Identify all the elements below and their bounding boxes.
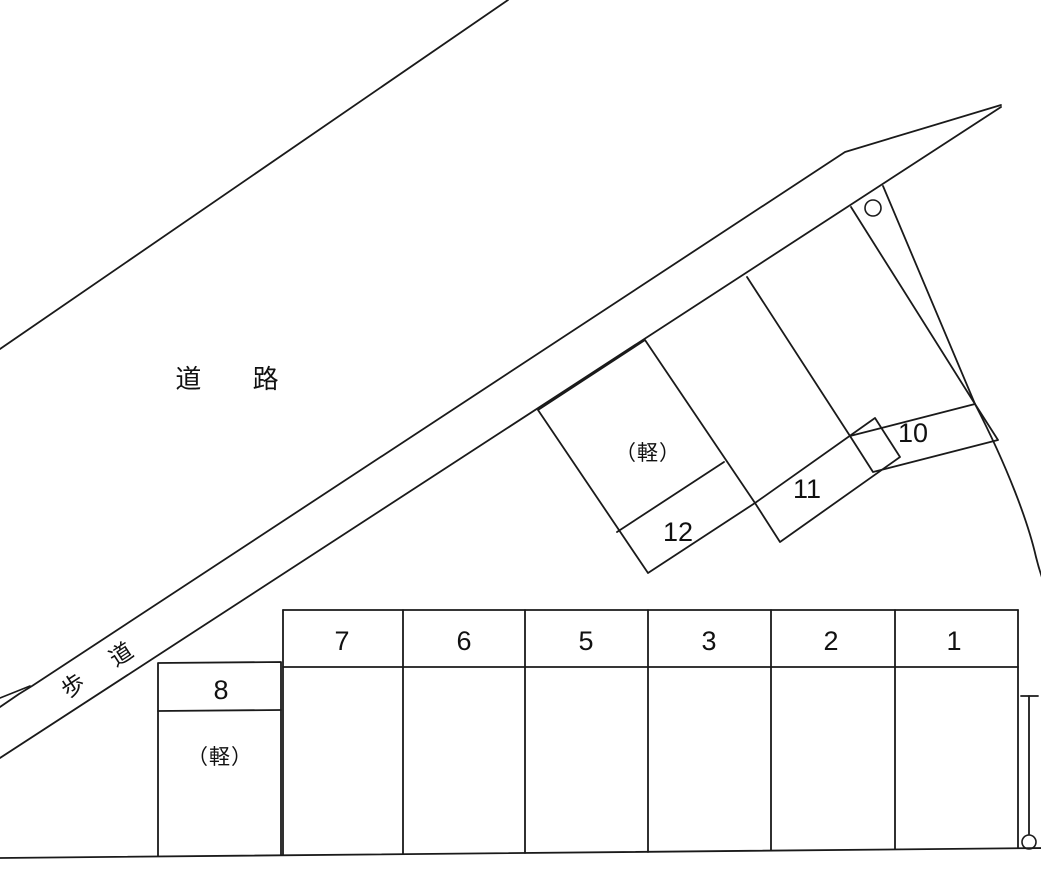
space-10-number: 10 (898, 418, 928, 448)
space-8-divider (157, 709, 282, 712)
space-12-divider (616, 461, 725, 533)
wedge-right-edge (882, 185, 976, 405)
curved-boundary-line (974, 403, 1041, 578)
space-8-outline (157, 661, 282, 857)
gate-pole-circle-icon (1021, 834, 1037, 850)
space-10-strip-outline (849, 403, 999, 473)
curb-notch-line (0, 685, 31, 699)
space-6-number: 6 (456, 626, 471, 656)
site-bottom-line (0, 847, 1041, 859)
space-12-kei-label: （軽） (615, 442, 681, 465)
space-11-number: 11 (793, 474, 821, 504)
space-12-number: 12 (663, 517, 693, 547)
boundary-line (0, 106, 1002, 759)
space-1-number: 1 (946, 626, 961, 656)
road-upper-edge-line (0, 0, 509, 350)
utility-pole-circle-icon (864, 199, 882, 217)
road-label: 道 路 (175, 364, 300, 394)
space-11-right-edge (746, 276, 851, 437)
space-3-number: 3 (701, 626, 716, 656)
space-8-kei-label: （軽） (187, 746, 253, 769)
space-8-number: 8 (213, 675, 228, 705)
space-10-right-edge (850, 206, 976, 405)
space-2-number: 2 (823, 626, 838, 656)
space-11-strip-outline (754, 417, 901, 543)
space-7-number: 7 (334, 626, 349, 656)
space-5-number: 5 (578, 626, 593, 656)
curb-line (0, 104, 1002, 708)
